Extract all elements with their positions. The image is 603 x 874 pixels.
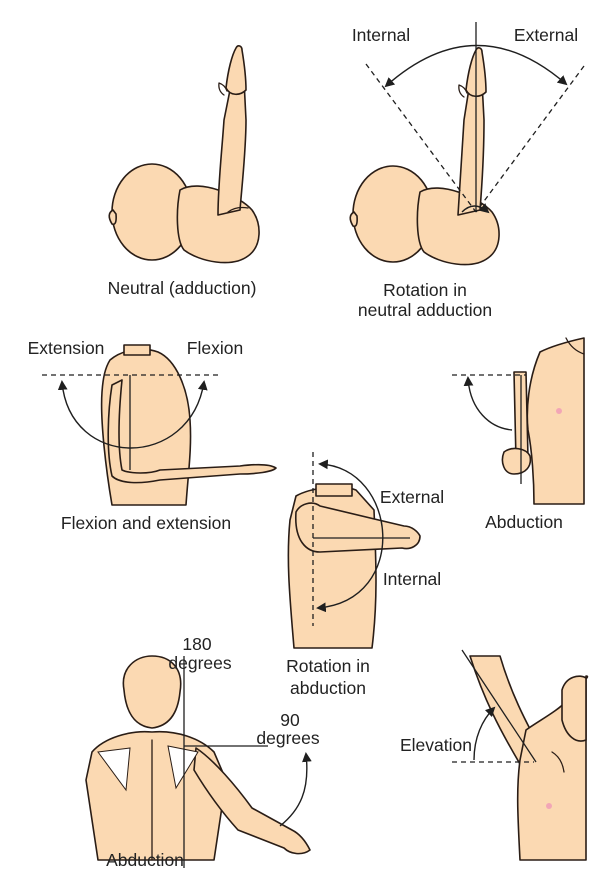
abduction-side-label: Abduction (485, 512, 563, 532)
rotation-abduction-label-line2: abduction (290, 678, 366, 698)
abduction-back-label: Abduction (106, 850, 184, 870)
extension-label: Extension (28, 338, 105, 358)
neutral-adduction-label: Neutral (adduction) (108, 278, 257, 298)
deg90-label-line1: 90 (280, 710, 300, 730)
rotation-abduction-figure (287, 452, 421, 649)
elevation-figure (452, 649, 589, 861)
neutral-adduction-figure (108, 45, 260, 264)
external-mid-label: External (380, 487, 444, 507)
rotation-neutral-label-line2: neutral adduction (358, 300, 492, 320)
abduction-back-figure (85, 655, 312, 868)
rotation-neutral-label-line1: Rotation in (383, 280, 467, 300)
internal-top-label: Internal (352, 25, 410, 45)
rotation-abduction-label-line1: Rotation in (286, 656, 370, 676)
abduction-side-figure (452, 337, 585, 505)
flexion-extension-label: Flexion and extension (61, 513, 231, 533)
external-top-label: External (514, 25, 578, 45)
deg180-label-line1: 180 (182, 634, 211, 654)
flexion-extension-figure (42, 344, 277, 506)
flexion-label: Flexion (187, 338, 243, 358)
deg90-label-line2: degrees (256, 728, 319, 748)
deg180-label-line2: degrees (168, 653, 231, 673)
rotation-neutral-figure (349, 22, 585, 266)
internal-mid-label: Internal (383, 569, 441, 589)
elevation-label: Elevation (400, 735, 472, 755)
